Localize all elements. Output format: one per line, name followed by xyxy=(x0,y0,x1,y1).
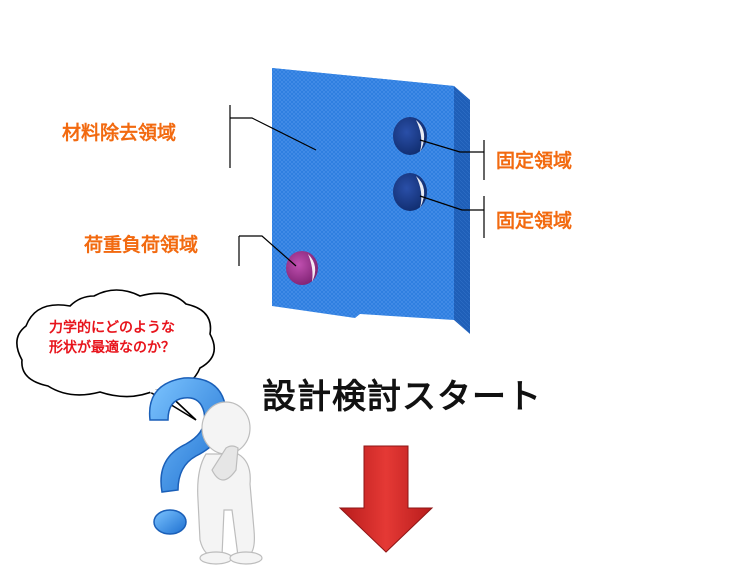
page-title: 設計検討スタート xyxy=(262,377,542,417)
bubble-line-2: 形状が最適なのか？ xyxy=(49,340,175,356)
plate-model xyxy=(272,68,470,334)
label-fixed-1: 固定領域 xyxy=(496,150,573,172)
bubble-text: 力学的にどのような 形状が最適なのか？ xyxy=(22,318,202,358)
label-fixed-2: 固定領域 xyxy=(496,210,573,232)
load-hole xyxy=(286,251,318,285)
label-load: 荷重負荷領域 xyxy=(84,234,199,256)
down-arrow-icon xyxy=(338,445,434,553)
question-mark-icon xyxy=(148,377,227,535)
bubble-line-1: 力学的にどのような xyxy=(49,320,175,336)
thinking-person-icon xyxy=(197,401,263,565)
fixed-hole-1 xyxy=(393,117,427,155)
fixed-hole-2 xyxy=(393,173,427,211)
leader-lines xyxy=(229,105,485,267)
label-material-removal: 材料除去領域 xyxy=(62,122,177,144)
